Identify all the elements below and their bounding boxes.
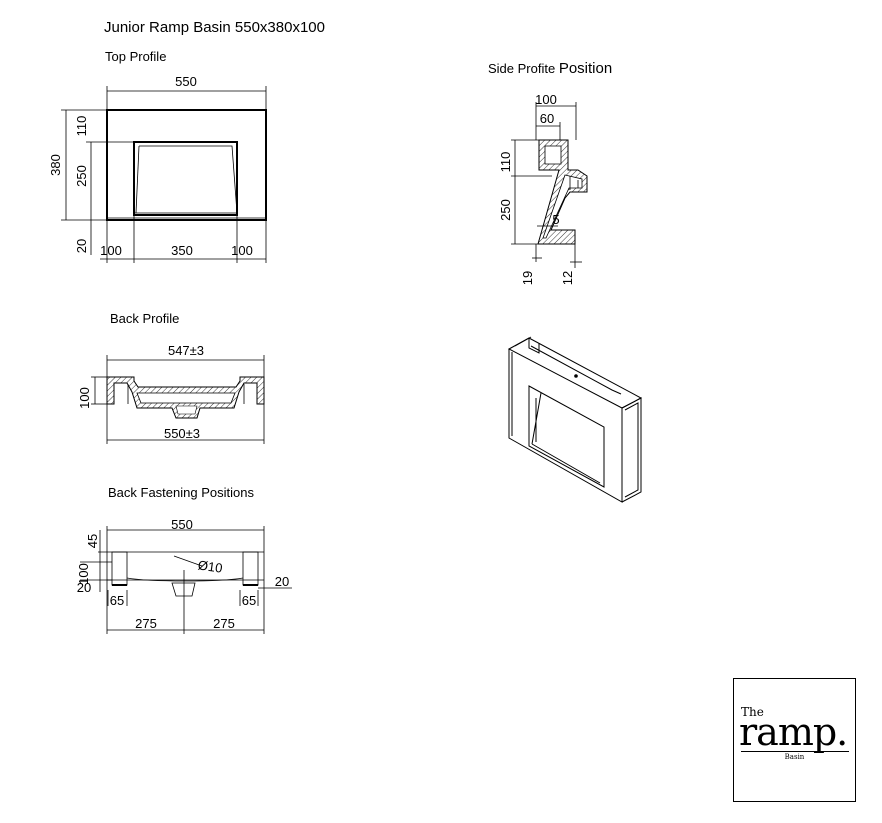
dim-top-20: 20: [74, 239, 89, 253]
dim-top-height: 380: [48, 154, 63, 176]
fastening-label: Back Fastening Positions: [108, 485, 254, 500]
dim-fasten-width: 550: [171, 517, 193, 532]
dim-fasten-65-left: 65: [110, 593, 124, 608]
dim-top-right: 100: [231, 243, 253, 258]
logo-the: The: [741, 705, 764, 719]
dim-fasten-100: 100: [76, 563, 91, 585]
dim-back-top: 547±3: [168, 343, 204, 358]
logo-basin: Basin: [784, 753, 805, 761]
dim-side-100: 100: [535, 92, 557, 107]
dim-side-12: 12: [560, 271, 575, 285]
side-profile-label: Side Profite Position: [488, 60, 612, 77]
brand-logo: The ramp. Basin: [733, 678, 856, 802]
dim-fasten-20-left: 20: [77, 580, 91, 595]
dim-side-250: 250: [498, 199, 513, 221]
isometric-view: [507, 336, 643, 503]
dim-side-60: 60: [540, 111, 554, 126]
logo-ramp: ramp.: [739, 710, 848, 754]
back-profile-label: Back Profile: [110, 311, 180, 326]
back-profile-view: 547±3 100 550±3: [77, 343, 265, 444]
top-profile-view: 550 380 250 110 20 100 350 100: [48, 74, 267, 263]
dim-side-110: 110: [498, 152, 513, 173]
side-profile-view: 100 60 110 250 5 19 12: [498, 92, 588, 285]
dim-fasten-20-right: 20: [275, 574, 289, 589]
dim-top-middle: 350: [171, 243, 193, 258]
dim-side-19: 19: [520, 271, 535, 285]
top-outer-outline: [106, 109, 267, 221]
dim-top-110: 110: [74, 116, 89, 137]
top-basin-outline: [133, 141, 238, 216]
dim-fasten-hole: Ø10: [197, 557, 223, 575]
top-profile-label: Top Profile: [105, 49, 167, 64]
dim-fasten-half-left: 275: [135, 616, 157, 631]
dim-top-left: 100: [100, 243, 122, 258]
dim-back-bottom: 550±3: [164, 426, 200, 441]
fastening-view: 550 Ø10 45 100 20 20 65 65 275 275: [76, 517, 292, 634]
dim-fasten-65-right: 65: [242, 593, 256, 608]
dim-fasten-half-right: 275: [213, 616, 235, 631]
dim-top-250: 250: [74, 165, 89, 187]
drawing-title: Junior Ramp Basin 550x380x100: [104, 19, 325, 36]
side-profile-suffix: Position: [558, 60, 613, 77]
dim-side-5: 5: [552, 212, 559, 227]
side-profile-prefix: Side Profite: [488, 61, 556, 76]
dim-back-height: 100: [77, 387, 92, 409]
logo-rule: [741, 751, 849, 752]
dim-fasten-45: 45: [85, 534, 100, 548]
dim-top-width: 550: [175, 74, 197, 89]
